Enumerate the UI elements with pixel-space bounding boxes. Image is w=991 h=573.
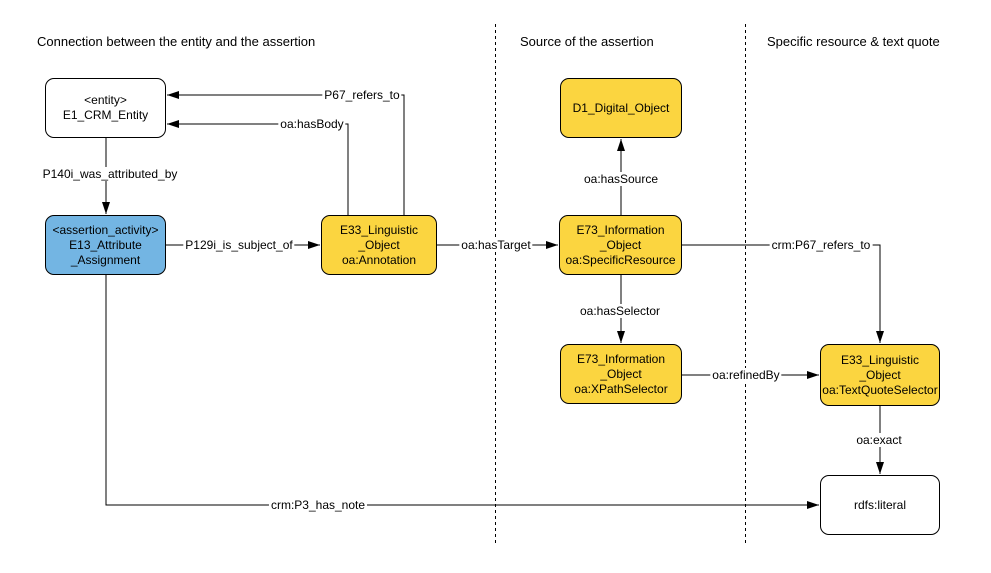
- edge-label-p140i: P140i_was_attributed_by: [40, 167, 180, 181]
- assertion-node-line3: _Assignment: [70, 252, 141, 267]
- annotation-node-line2: _Object: [358, 237, 400, 252]
- edge-label-p129i: P129i_is_subject_of: [183, 238, 295, 252]
- edge-label-exact: oa:exact: [854, 433, 904, 447]
- edge-label-p67: P67_refers_to: [322, 88, 402, 102]
- entity-node-line2: E1_CRM_Entity: [62, 108, 149, 122]
- xpath-selector-node-line3: oa:XPathSelector: [574, 381, 668, 396]
- edge-label-hastarget: oa:hasTarget: [459, 238, 533, 252]
- annotation-node-line3: oa:Annotation: [341, 252, 417, 267]
- digital-object-node-line1: D1_Digital_Object: [572, 100, 670, 115]
- section-title-connection: Connection between the entity and the as…: [37, 34, 316, 49]
- section-title-source: Source of the assertion: [520, 34, 654, 49]
- edge-label-hasbody: oa:hasBody: [278, 117, 346, 131]
- annotation-node: E33_Linguistic _Object oa:Annotation: [321, 215, 437, 275]
- textquote-selector-node-line3: oa:TextQuoteSelector: [822, 382, 938, 397]
- edge-label-refinedby: oa:refinedBy: [710, 368, 782, 382]
- assertion-node-line2: E13_Attribute: [69, 237, 142, 252]
- specific-resource-node: E73_Information _Object oa:SpecificResou…: [559, 215, 682, 275]
- digital-object-node: D1_Digital_Object: [560, 78, 682, 138]
- assertion-activity-node: <assertion_activity> E13_Attribute _Assi…: [45, 215, 166, 275]
- entity-node-line1: <entity>: [84, 93, 127, 107]
- section-title-specific-resource: Specific resource & text quote: [767, 34, 940, 49]
- edge-crm-p3-has-note: [105, 275, 819, 509]
- literal-node: rdfs:literal: [820, 475, 940, 535]
- annotation-node-line1: E33_Linguistic: [339, 222, 419, 237]
- entity-node: <entity> E1_CRM_Entity: [45, 78, 166, 138]
- textquote-selector-node: E33_Linguistic _Object oa:TextQuoteSelec…: [820, 344, 940, 406]
- textquote-selector-node-line2: _Object: [859, 367, 901, 382]
- xpath-selector-node: E73_Information _Object oa:XPathSelector: [560, 344, 682, 404]
- edge-label-p3-has-note: crm:P3_has_note: [268, 498, 368, 512]
- edge-label-hasselector: oa:hasSelector: [577, 304, 663, 318]
- specific-resource-node-line2: _Object: [599, 237, 642, 252]
- assertion-node-line1: <assertion_activity>: [52, 222, 159, 237]
- textquote-selector-node-line1: E33_Linguistic: [840, 352, 920, 367]
- literal-node-line1: rdfs:literal: [853, 497, 906, 512]
- edge-crm-p67-refers-to: [682, 244, 884, 343]
- specific-resource-node-line3: oa:SpecificResource: [565, 252, 676, 267]
- edge-label-hassource: oa:hasSource: [581, 172, 661, 186]
- xpath-selector-node-line1: E73_Information: [576, 351, 666, 366]
- edge-label-crm-p67: crm:P67_refers_to: [769, 238, 873, 252]
- edge-p67-refers-to: [167, 91, 405, 215]
- xpath-selector-node-line2: _Object: [600, 366, 642, 381]
- specific-resource-node-line1: E73_Information: [576, 222, 665, 237]
- edge-oa-hasbody: [167, 120, 349, 215]
